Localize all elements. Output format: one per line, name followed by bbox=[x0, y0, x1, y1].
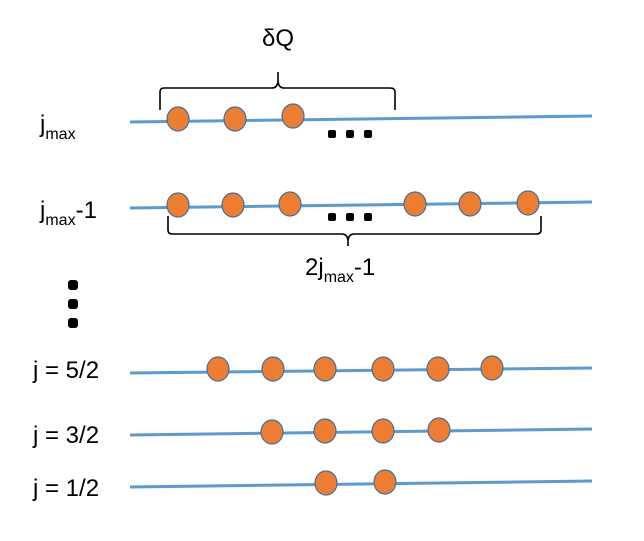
top-brace-label: δQ bbox=[262, 25, 294, 52]
row-jmax-1-label-main: j bbox=[39, 197, 45, 224]
row-j-3-2-dot bbox=[260, 419, 284, 445]
row-j-5-2-dot bbox=[313, 356, 337, 382]
vertical-ellipsis bbox=[68, 280, 78, 328]
row-j-3-2-line bbox=[129, 427, 593, 437]
row-j-5-2: j = 5/2 bbox=[32, 355, 593, 384]
row-j-1-2-dot bbox=[373, 469, 397, 495]
row-jmax-dot bbox=[166, 106, 190, 132]
bottom-brace-label: 2jmax-1 bbox=[305, 254, 375, 286]
row-j-3-2-dot bbox=[371, 418, 395, 444]
top-brace: δQ bbox=[159, 25, 396, 110]
row-jmax-line bbox=[129, 114, 593, 124]
row-j-1-2-label: j = 1/2 bbox=[32, 475, 99, 502]
row-jmax-1-line bbox=[129, 200, 593, 210]
row-j-5-2-dot bbox=[261, 356, 285, 382]
row-j-5-2-line bbox=[129, 366, 593, 375]
row-jmax-label-main: j bbox=[39, 111, 45, 138]
top-brace-shape bbox=[159, 72, 396, 110]
row-j-3-2-dot bbox=[427, 417, 451, 443]
row-jmax-ellipsis bbox=[328, 130, 372, 138]
row-j-5-2-dot bbox=[206, 356, 230, 382]
row-jmax-1-label-tail: -1 bbox=[76, 197, 97, 224]
row-jmax-1-dot bbox=[166, 192, 190, 218]
bottom-brace-label-main: 2j bbox=[305, 254, 324, 281]
bottom-brace-label-sub: max bbox=[324, 269, 354, 286]
row-j-1-2-line bbox=[129, 479, 593, 489]
row-j-1-2-dot bbox=[314, 470, 338, 496]
row-jmax-dot bbox=[223, 106, 247, 132]
row-jmax-1-dot bbox=[221, 192, 245, 218]
bottom-brace-label-tail: -1 bbox=[354, 254, 375, 281]
row-jmax-1: jmax-1 bbox=[39, 190, 593, 229]
row-jmax: jmax bbox=[39, 103, 593, 143]
row-jmax-1-dot bbox=[403, 191, 427, 217]
row-jmax-1-dot bbox=[516, 190, 540, 216]
row-j-5-2-dot bbox=[371, 356, 395, 382]
row-jmax-1-label-sub: max bbox=[45, 212, 75, 229]
row-jmax-dot bbox=[281, 103, 305, 129]
row-j-5-2-label: j = 5/2 bbox=[32, 357, 99, 384]
row-jmax-1-ellipsis bbox=[328, 213, 372, 221]
row-jmax-label: jmax bbox=[39, 111, 76, 143]
row-j-5-2-dot bbox=[426, 356, 450, 382]
row-jmax-1-dot bbox=[278, 191, 302, 217]
row-j-1-2: j = 1/2 bbox=[32, 469, 593, 502]
row-j-3-2: j = 3/2 bbox=[32, 417, 593, 449]
row-j-3-2-dot bbox=[313, 418, 337, 444]
row-j-5-2-dot bbox=[480, 355, 504, 381]
row-jmax-label-sub: max bbox=[45, 126, 75, 143]
row-j-3-2-label: j = 3/2 bbox=[32, 422, 99, 449]
bottom-brace: 2jmax-1 bbox=[167, 216, 542, 286]
row-jmax-1-label: jmax-1 bbox=[39, 197, 97, 229]
bottom-brace-shape bbox=[167, 216, 542, 246]
row-jmax-1-dot bbox=[458, 191, 482, 217]
